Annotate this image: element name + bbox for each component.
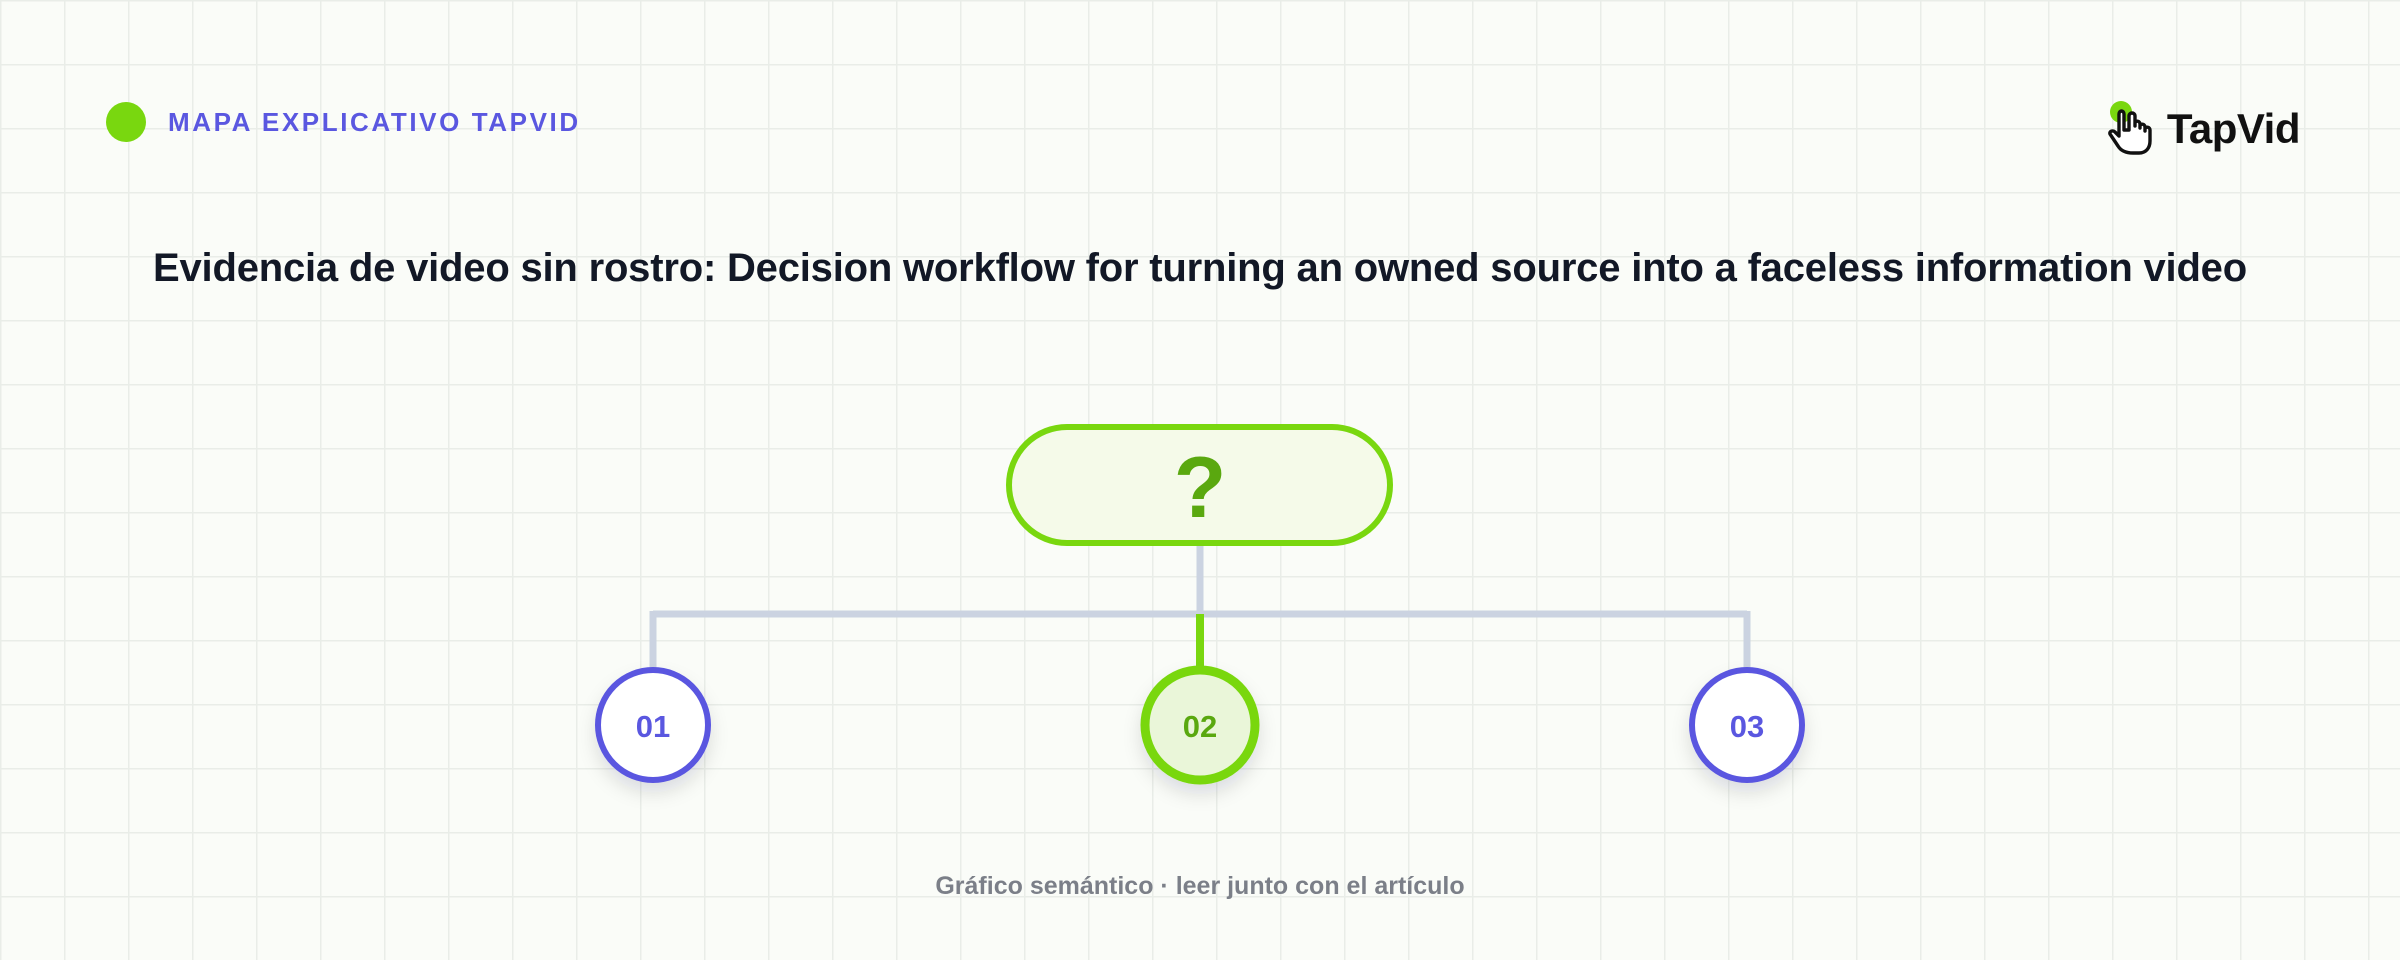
brand-name: TapVid — [2166, 105, 2301, 152]
option-node-01 — [595, 667, 711, 783]
brand-logo: TapVid — [2105, 100, 2301, 158]
option-label: 03 — [1730, 709, 1764, 744]
eyebrow-label: MAPA EXPLICATIVO TAPVID — [168, 106, 581, 137]
option-label: 01 — [636, 709, 670, 744]
green-dot-icon — [106, 102, 146, 142]
footer-caption: Gráfico semántico · leer junto con el ar… — [935, 872, 1465, 900]
eyebrow: MAPA EXPLICATIVO TAPVID — [106, 102, 581, 142]
page-title: Evidencia de video sin rostro: Decision … — [153, 246, 2247, 290]
option-label: 02 — [1183, 709, 1217, 744]
decision-node: ? — [1006, 424, 1393, 546]
option-node-03 — [1689, 667, 1805, 783]
decision-symbol: ? — [1174, 440, 1227, 536]
option-node-02 — [1140, 665, 1260, 785]
pointing-hand-tap-icon — [2108, 101, 2152, 155]
